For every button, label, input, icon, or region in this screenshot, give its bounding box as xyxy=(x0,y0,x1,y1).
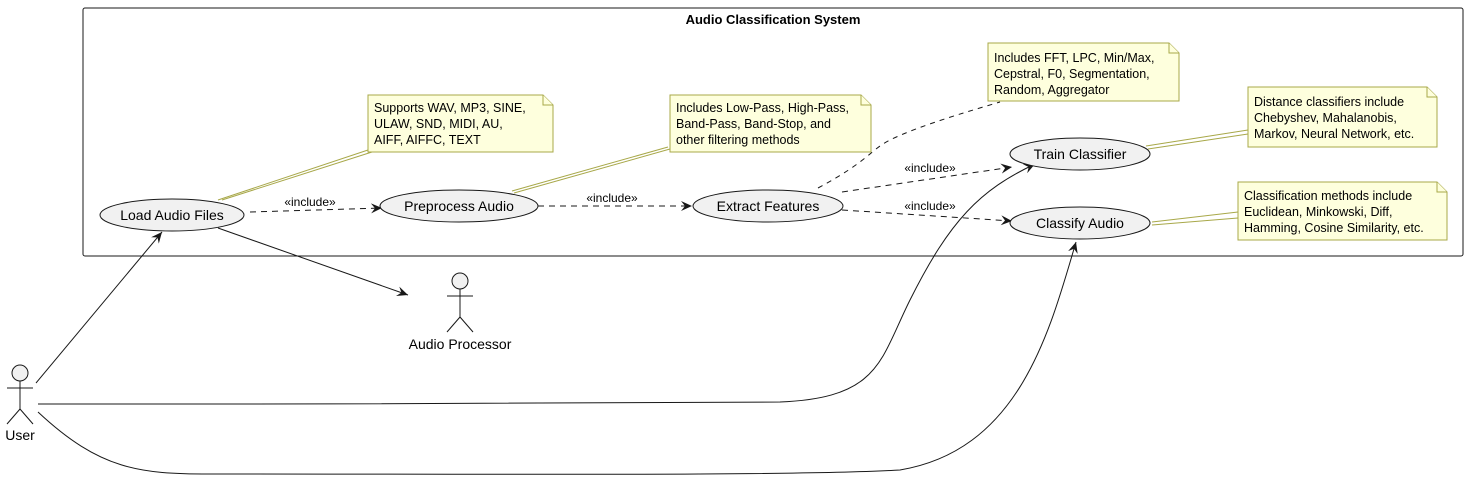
usecase-label: Preprocess Audio xyxy=(404,198,514,214)
note-text: Includes FFT, LPC, Min/Max, Cepstral, F0… xyxy=(994,51,1158,97)
note-line: Classification methods include xyxy=(1244,189,1412,203)
note-line-features xyxy=(817,101,1001,189)
note-text: Includes Low-Pass, High-Pass, Band-Pass,… xyxy=(676,101,852,147)
usecase-classify-audio[interactable]: Classify Audio xyxy=(1009,206,1151,240)
system-title: Audio Classification System xyxy=(686,12,861,27)
include-label-preprocess-extract: «include» xyxy=(586,191,638,205)
actor-label: Audio Processor xyxy=(409,336,512,352)
include-arrow-extract-train xyxy=(841,163,1013,193)
note-line: Distance classifiers include xyxy=(1254,95,1404,109)
actor-figure-icon xyxy=(6,364,34,425)
note-line: Hamming, Cosine Similarity, etc. xyxy=(1244,221,1424,235)
usecase-load-audio-files[interactable]: Load Audio Files xyxy=(99,198,245,232)
note-line: AIFF, AIFFC, TEXT xyxy=(374,133,481,147)
note-filtering-methods: Includes Low-Pass, High-Pass, Band-Pass,… xyxy=(669,94,872,153)
system-boundary xyxy=(82,7,1464,257)
include-label-load-preprocess: «include» xyxy=(284,195,336,209)
note-text: Distance classifiers include Chebyshev, … xyxy=(1254,95,1414,141)
note-line: Euclidean, Minkowski, Diff, xyxy=(1244,205,1392,219)
assoc-load-processor xyxy=(217,227,409,297)
usecase-train-classifier[interactable]: Train Classifier xyxy=(1009,137,1151,171)
note-line: Markov, Neural Network, etc. xyxy=(1254,127,1414,141)
note-line: Chebyshev, Mahalanobis, xyxy=(1254,111,1397,125)
actor-label: User xyxy=(5,427,35,443)
note-line-train xyxy=(1145,129,1249,150)
usecase-label: Extract Features xyxy=(717,198,820,214)
note-line: other filtering methods xyxy=(676,133,800,147)
note-line: Random, Aggregator xyxy=(994,83,1109,97)
usecase-label: Train Classifier xyxy=(1034,146,1127,162)
usecase-preprocess-audio[interactable]: Preprocess Audio xyxy=(379,189,539,223)
include-label-extract-classify: «include» xyxy=(904,199,956,213)
include-arrow-load-preprocess xyxy=(249,203,383,214)
note-feature-methods: Includes FFT, LPC, Min/Max, Cepstral, F0… xyxy=(987,42,1180,102)
usecase-extract-features[interactable]: Extract Features xyxy=(692,189,844,223)
note-classification-methods: Classification methods include Euclidean… xyxy=(1237,181,1448,241)
note-text: Supports WAV, MP3, SINE, ULAW, SND, MIDI… xyxy=(374,101,529,147)
note-supported-formats: Supports WAV, MP3, SINE, ULAW, SND, MIDI… xyxy=(367,94,554,153)
note-line: ULAW, SND, MIDI, AU, xyxy=(374,117,503,131)
note-line-filters xyxy=(511,146,671,194)
include-label-extract-train: «include» xyxy=(904,161,956,175)
assoc-user-train xyxy=(37,163,1036,405)
assoc-user-load xyxy=(35,231,163,384)
note-line-formats xyxy=(217,149,373,201)
note-distance-classifiers: Distance classifiers include Chebyshev, … xyxy=(1247,86,1438,148)
actor-figure-icon xyxy=(446,272,474,333)
note-line: Band-Pass, Band-Stop, and xyxy=(676,117,831,131)
note-line: Cepstral, F0, Segmentation, xyxy=(994,67,1150,81)
note-line-classify xyxy=(1151,211,1239,226)
note-line: Includes Low-Pass, High-Pass, xyxy=(676,101,849,115)
usecase-label: Classify Audio xyxy=(1036,215,1124,231)
note-line: Includes FFT, LPC, Min/Max, xyxy=(994,51,1154,65)
actor-user[interactable]: User xyxy=(5,364,35,443)
assoc-user-classify xyxy=(37,241,1078,475)
usecase-label: Load Audio Files xyxy=(120,207,224,223)
note-line: Supports WAV, MP3, SINE, xyxy=(374,101,526,115)
note-text: Classification methods include Euclidean… xyxy=(1244,189,1424,235)
actor-audio-processor[interactable]: Audio Processor xyxy=(409,272,512,352)
